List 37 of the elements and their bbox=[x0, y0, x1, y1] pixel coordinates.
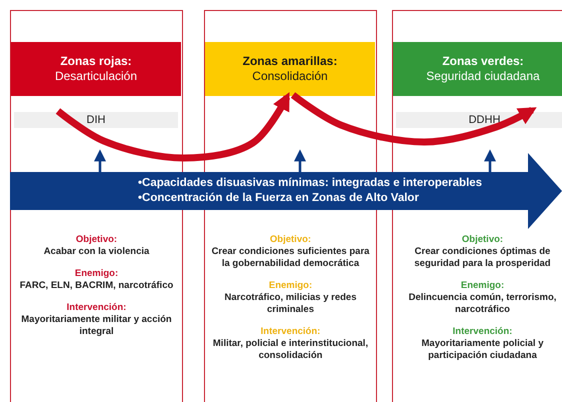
field-text: Militar, policial e interinstitucional, consolidación bbox=[212, 338, 370, 362]
zone-subtitle: Consolidación bbox=[252, 69, 328, 84]
field-text: Crear condiciones suficientes para la gobernabilidad democrática bbox=[210, 246, 370, 270]
field-heading: Enemigo: bbox=[74, 268, 118, 280]
strategy-text: •Capacidades disuasivas mínimas: integradas e interoperables bbox=[138, 176, 482, 191]
zone-title: Zonas verdes: bbox=[442, 54, 524, 69]
field-text: Mayoritariamente militar y acción integral bbox=[20, 314, 173, 338]
arrow bbox=[290, 92, 537, 146]
field-heading: Intervención: bbox=[260, 326, 320, 338]
field-text: Acabar con la violencia bbox=[42, 246, 150, 258]
field-text: Delincuencia común, terrorismo, narcotráfico bbox=[408, 292, 558, 316]
field-heading: Objetivo: bbox=[462, 234, 504, 246]
field-heading: Objetivo: bbox=[270, 234, 312, 246]
label-band bbox=[14, 112, 178, 128]
field-heading: Intervención: bbox=[452, 326, 512, 338]
field-heading: Enemigo: bbox=[460, 280, 504, 292]
field-heading: Objetivo: bbox=[76, 234, 118, 246]
arrow bbox=[484, 149, 496, 172]
band-label: DDHH bbox=[468, 114, 500, 126]
arrow bbox=[56, 92, 290, 162]
field-text: Crear condiciones óptimas de seguridad para la prosperidad bbox=[413, 246, 552, 270]
zone-subtitle: Seguridad ciudadana bbox=[426, 69, 540, 84]
strategy-text: •Concentración de la Fuerza en Zonas de Alto Valor bbox=[138, 191, 420, 206]
zone-header bbox=[205, 42, 375, 96]
arrow bbox=[94, 149, 106, 172]
field-heading: Enemigo: bbox=[268, 280, 312, 292]
arrow bbox=[294, 149, 306, 172]
field-text: FARC, ELN, BACRIM, narcotráfico bbox=[18, 280, 174, 292]
field-text: Narcotráfico, milicias y redes criminales bbox=[223, 292, 358, 316]
zone-subtitle: Desarticulación bbox=[54, 69, 138, 84]
zone-header bbox=[11, 42, 181, 96]
zone-header bbox=[393, 42, 562, 96]
zone-title: Zonas rojas: bbox=[60, 54, 132, 69]
band-label: DIH bbox=[86, 114, 106, 126]
zone-title: Zonas amarillas: bbox=[242, 54, 338, 69]
field-text: Mayoritariamente policial y participación ciudadana bbox=[420, 338, 544, 362]
field-heading: Intervención: bbox=[66, 302, 126, 314]
